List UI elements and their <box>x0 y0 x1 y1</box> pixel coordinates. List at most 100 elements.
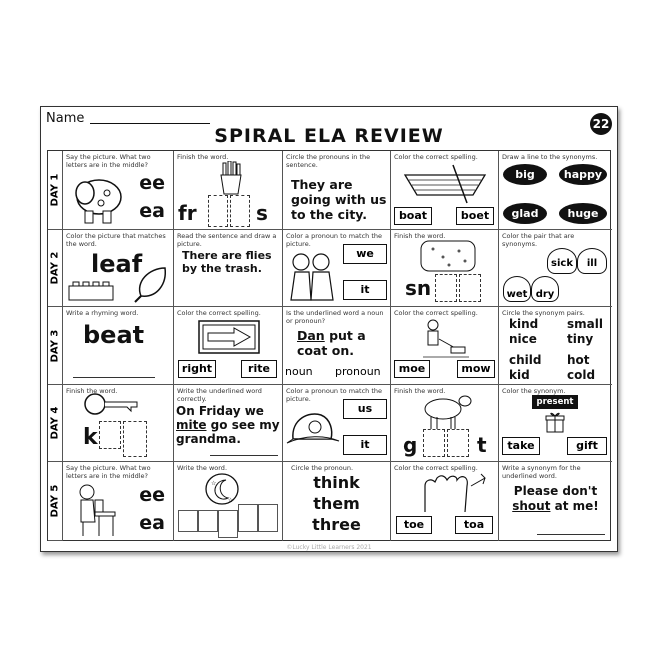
ornament-sick[interactable]: sick <box>547 248 577 274</box>
boat-icon <box>403 164 487 204</box>
letter-box[interactable] <box>198 510 218 532</box>
word-huge[interactable]: huge <box>559 203 607 224</box>
word-tiny[interactable]: tiny <box>567 332 594 346</box>
kids-icon <box>290 253 334 301</box>
instruction: Finish the word. <box>394 387 446 395</box>
word-kid[interactable]: kid <box>509 368 530 382</box>
letter-box[interactable] <box>447 429 469 457</box>
day-label-5: DAY 5 <box>48 462 63 541</box>
option-we[interactable]: we <box>343 244 387 264</box>
d5-correct-spelling: Color the correct spelling. toe toa <box>391 462 499 541</box>
answer-line[interactable] <box>210 455 278 456</box>
option-take[interactable]: take <box>502 437 540 455</box>
letter-box[interactable] <box>459 274 481 302</box>
sentence-part: at me! <box>550 499 599 513</box>
option-it[interactable]: it <box>343 435 387 455</box>
d2-draw-picture[interactable]: Read the sentence and draw a picture. Th… <box>174 230 283 307</box>
night-sky-icon: ☆☆ <box>205 473 239 505</box>
d2-match-picture: Color the picture that matches the word.… <box>63 230 174 307</box>
name-field[interactable]: Name <box>46 111 211 126</box>
day-text: DAY 3 <box>49 329 61 362</box>
svg-text:☆: ☆ <box>211 480 216 487</box>
leaf-icon[interactable] <box>133 266 169 304</box>
letter-box[interactable] <box>423 429 445 457</box>
sentence-part: go see my <box>206 418 280 432</box>
fries-icon <box>220 161 242 195</box>
option-noun[interactable]: noun <box>285 365 313 378</box>
word-three[interactable]: three <box>312 515 361 534</box>
target-word: beat <box>83 321 145 349</box>
word-glad[interactable]: glad <box>503 203 547 224</box>
sentence-part: grandma. <box>176 432 241 446</box>
option-ee[interactable]: ee <box>139 172 165 194</box>
ornament-ill[interactable]: ill <box>577 248 607 274</box>
option-right[interactable]: right <box>178 360 216 378</box>
option-toa[interactable]: toa <box>455 516 493 534</box>
instruction: Write the word. <box>177 464 228 472</box>
word-start: g <box>403 433 418 457</box>
word-nice[interactable]: nice <box>509 332 537 346</box>
word-hot[interactable]: hot <box>567 353 590 367</box>
option-ee[interactable]: ee <box>139 484 165 506</box>
letter-box[interactable] <box>435 274 457 302</box>
word-happy[interactable]: happy <box>559 164 607 185</box>
instruction: Is the underlined word a noun or pronoun… <box>286 309 384 325</box>
word-kind[interactable]: kind <box>509 317 539 331</box>
option-ea[interactable]: ea <box>139 512 165 534</box>
sentence-part: Please don't <box>513 484 598 498</box>
letter-box[interactable] <box>178 510 198 532</box>
lego-brick-icon[interactable] <box>67 280 117 302</box>
letter-box[interactable] <box>208 195 228 227</box>
letter-box[interactable] <box>99 421 121 449</box>
letter-box[interactable] <box>258 504 278 532</box>
goat-icon <box>424 395 472 429</box>
letter-box[interactable] <box>230 195 250 227</box>
word-them[interactable]: them <box>313 494 360 513</box>
worksheet-number: 22 <box>590 113 612 135</box>
option-pronoun[interactable]: pronoun <box>335 365 381 378</box>
key-icon <box>84 393 138 415</box>
option-it[interactable]: it <box>343 280 387 300</box>
name-line[interactable] <box>90 123 211 124</box>
worksheet: Name 22 SPIRAL ELA REVIEW DAY 1 DAY 2 DA… <box>40 106 618 552</box>
ornament-dry[interactable]: dry <box>531 276 559 302</box>
day-text: DAY 4 <box>49 406 61 440</box>
d3-noun-or-pronoun: Is the underlined word a noun or pronoun… <box>283 307 391 385</box>
word-small[interactable]: small <box>567 317 603 331</box>
sentence[interactable]: They are going with us to the city. <box>291 177 387 222</box>
option-boet[interactable]: boet <box>456 207 494 225</box>
instruction: Circle the pronoun. <box>291 464 354 472</box>
option-boat[interactable]: boat <box>394 207 432 225</box>
instruction: Color the synonym. <box>502 387 566 395</box>
word-think[interactable]: think <box>313 473 360 492</box>
word-end: t <box>477 433 487 457</box>
letter-box[interactable] <box>218 510 238 538</box>
target-word: present <box>532 395 578 409</box>
option-rite[interactable]: rite <box>241 360 277 378</box>
sentence-part: put a <box>324 328 366 343</box>
option-gift[interactable]: gift <box>567 437 607 455</box>
option-ea[interactable]: ea <box>139 200 165 222</box>
instruction: Color the pair that are synonyms. <box>502 232 575 248</box>
option-toe[interactable]: toe <box>396 516 432 534</box>
ornament-wet[interactable]: wet <box>503 276 531 302</box>
word-child[interactable]: child <box>509 353 542 367</box>
day-label-2: DAY 2 <box>48 230 63 307</box>
letter-box[interactable] <box>238 504 258 532</box>
option-mow[interactable]: mow <box>457 360 495 378</box>
option-us[interactable]: us <box>343 399 387 419</box>
option-moe[interactable]: moe <box>394 360 430 378</box>
word-cold[interactable]: cold <box>567 368 596 382</box>
reading-girl-icon <box>79 484 116 536</box>
word-big[interactable]: big <box>503 164 547 185</box>
d2-finish-word: Finish the word. sn <box>391 230 499 307</box>
day-text: DAY 1 <box>49 173 61 207</box>
answer-line[interactable] <box>73 377 155 378</box>
answer-line[interactable] <box>537 534 605 535</box>
d4-pronoun-match: Color a pronoun to match the picture. us… <box>283 385 391 462</box>
letter-box[interactable] <box>123 421 147 457</box>
d3-correct-spelling: Color the correct spelling. right rite <box>174 307 283 385</box>
